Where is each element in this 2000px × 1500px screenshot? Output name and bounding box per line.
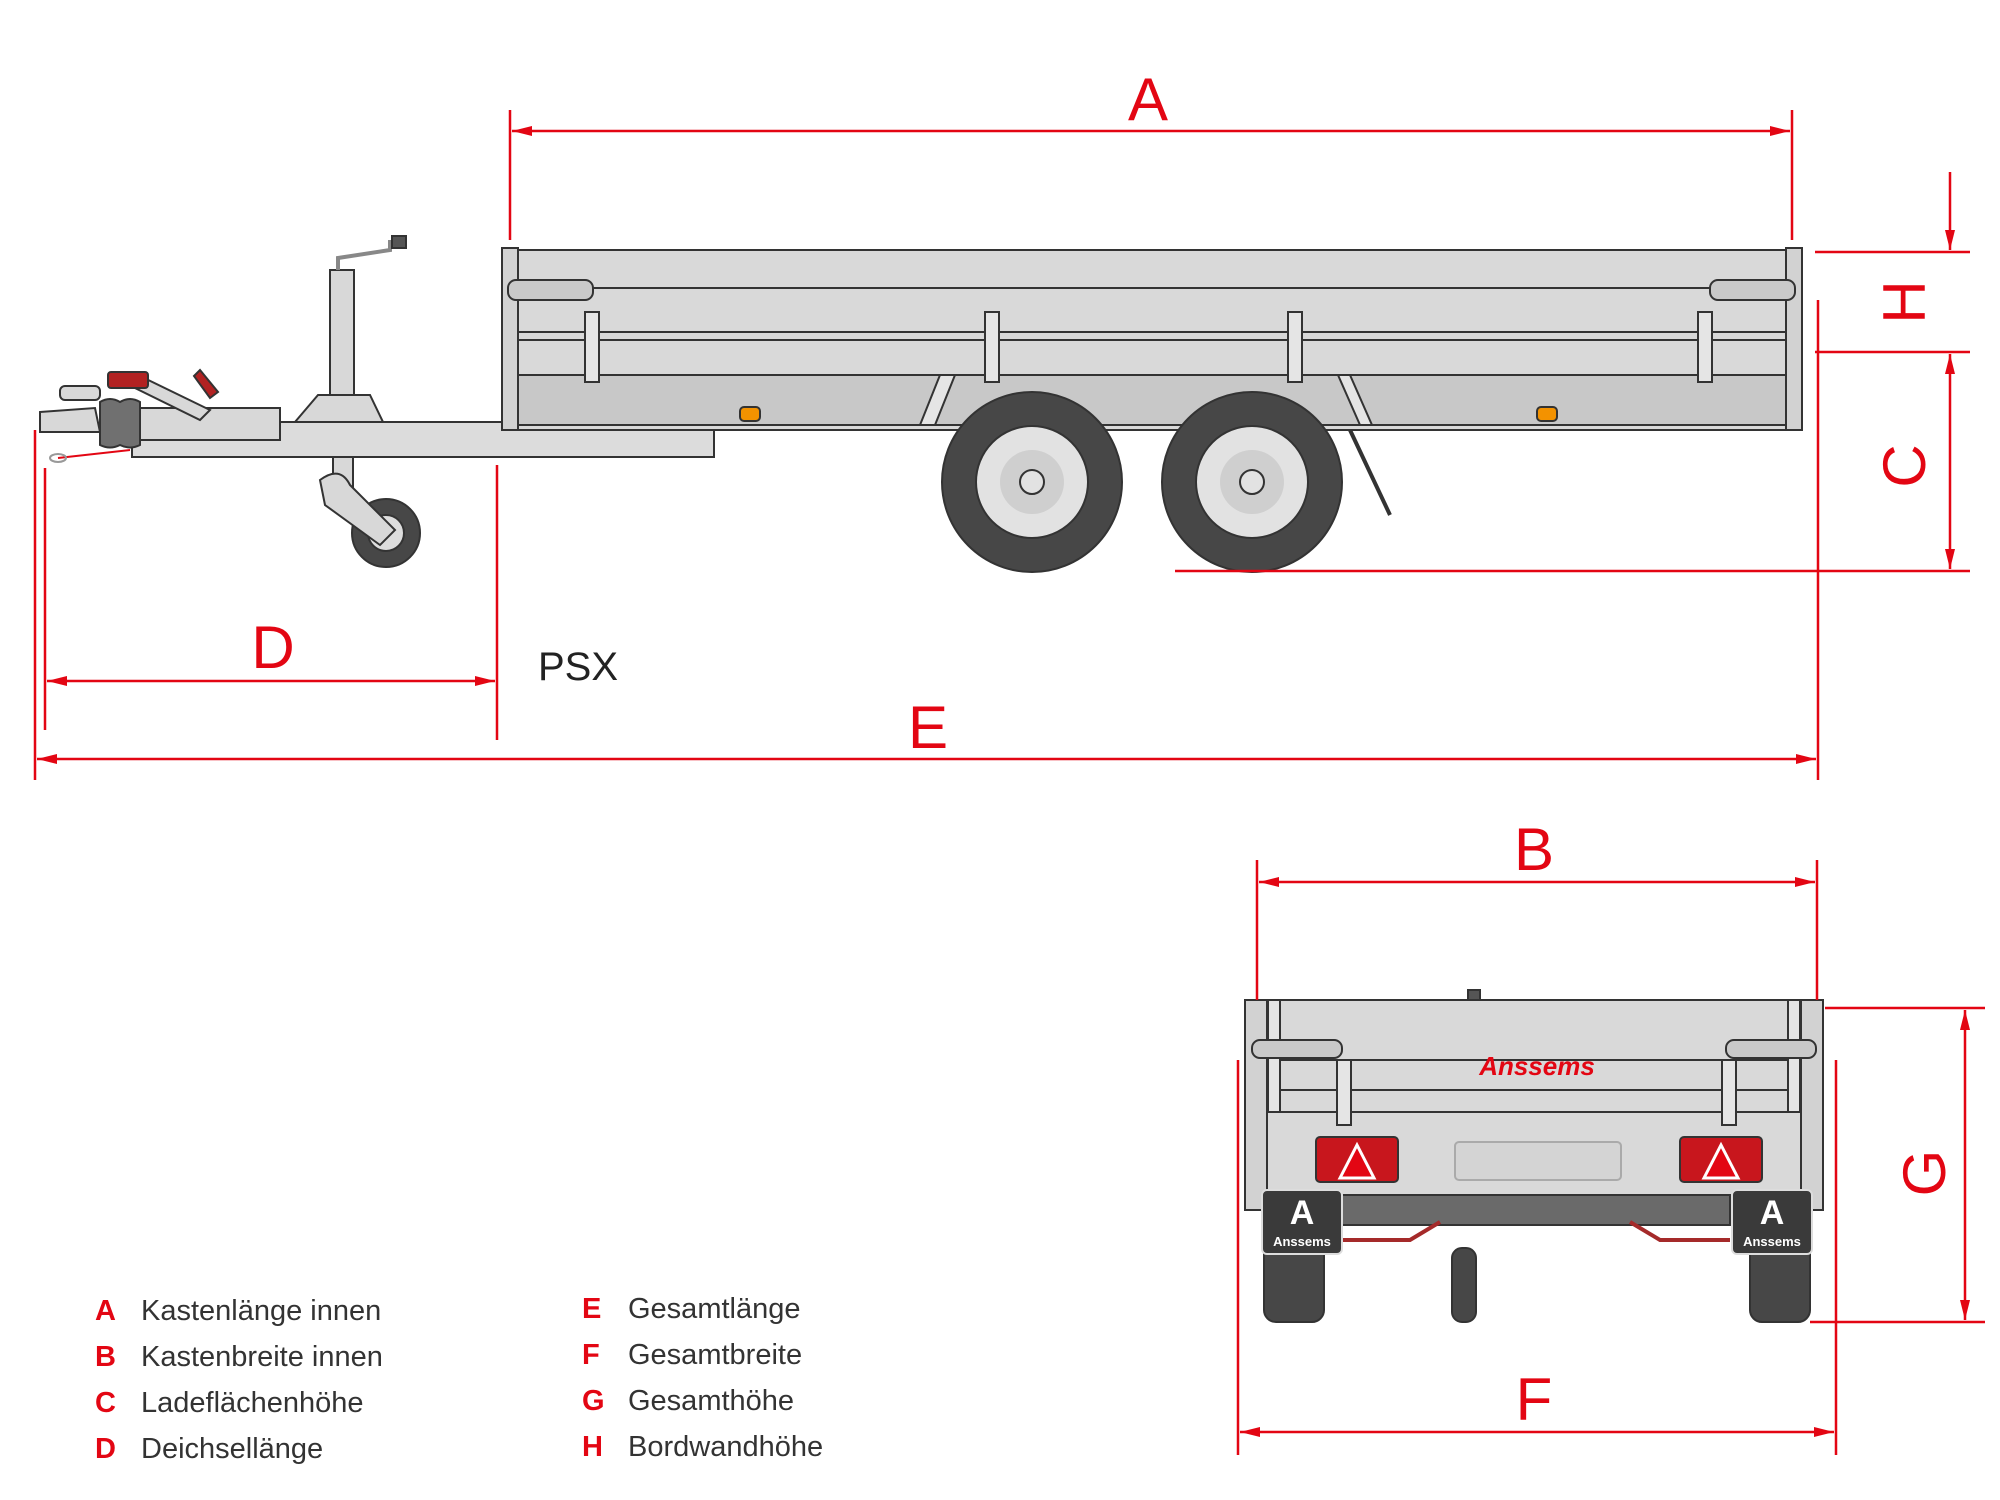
wheel-front xyxy=(941,391,1123,573)
legend-label: Kastenlänge innen xyxy=(141,1294,382,1327)
dimension-label-e: E xyxy=(908,694,948,761)
legend-label: Ladeflächenhöhe xyxy=(141,1386,364,1419)
legend-item: G Gesamthöhe xyxy=(582,1378,823,1424)
svg-text:A: A xyxy=(1290,1194,1315,1232)
legend-key: B xyxy=(95,1340,116,1373)
dimension-label-b: B xyxy=(1514,816,1554,883)
legend-item: E Gesamtlänge xyxy=(582,1286,823,1332)
legend-left: A Kastenlänge innen B Kastenbreite innen C… xyxy=(95,1288,383,1472)
mudflap-right: A Anssems xyxy=(1731,1189,1813,1255)
legend-key: D xyxy=(95,1432,116,1465)
legend-key: E xyxy=(582,1292,602,1325)
dimension-label-f: F xyxy=(1516,1366,1553,1433)
legend-key: C xyxy=(95,1386,116,1419)
legend-item: B Kastenbreite innen xyxy=(95,1334,383,1380)
dimension-label-d: D xyxy=(251,614,294,681)
legend-key: A xyxy=(95,1294,116,1327)
legend-label: Kastenbreite innen xyxy=(141,1340,383,1373)
legend-right: E Gesamtlänge F Gesamtbreite G Gesamthöhe H… xyxy=(582,1286,823,1470)
side-dimensions xyxy=(33,110,1970,780)
dimension-label-a: A xyxy=(1128,66,1168,133)
side-view xyxy=(39,235,1803,573)
dimension-label-c: C xyxy=(1871,444,1938,487)
legend-item: H Bordwandhöhe xyxy=(582,1424,823,1470)
legend-label: Gesamtlänge xyxy=(628,1292,801,1325)
legend-item: A Kastenlänge innen xyxy=(95,1288,383,1334)
legend-label: Gesamtbreite xyxy=(628,1338,803,1371)
mudflap-brand-right: Anssems xyxy=(1743,1234,1801,1249)
legend-key: G xyxy=(582,1384,605,1417)
legend-label: Gesamthöhe xyxy=(628,1384,795,1417)
coupling-head xyxy=(39,368,281,449)
dimension-label-g: G xyxy=(1891,1150,1958,1197)
mudflap-left: A Anssems xyxy=(1261,1189,1343,1255)
jockey-wheel xyxy=(292,235,421,568)
legend-item: D Deichsellänge xyxy=(95,1426,383,1472)
tail-light-left xyxy=(1315,1136,1399,1183)
trailer-box xyxy=(501,247,1803,431)
wheel-rear xyxy=(1161,391,1343,573)
brand-logo: Anssems xyxy=(1478,1051,1595,1081)
svg-text:A: A xyxy=(1760,1194,1785,1232)
dimension-label-h: H xyxy=(1871,280,1938,323)
rear-view: A Anssems A Anssems xyxy=(1244,989,1824,1323)
mudflap-brand-left: Anssems xyxy=(1273,1234,1331,1249)
legend-key: H xyxy=(582,1430,603,1463)
legend-key: F xyxy=(582,1338,600,1371)
legend-label: Deichsellänge xyxy=(141,1432,324,1465)
legend-item: C Ladeflächenhöhe xyxy=(95,1380,383,1426)
tail-light-right xyxy=(1679,1136,1763,1183)
legend-label: Bordwandhöhe xyxy=(628,1430,824,1463)
rear-dimensions xyxy=(1236,860,1985,1455)
legend-item: F Gesamtbreite xyxy=(582,1332,823,1378)
model-label: PSX xyxy=(538,645,618,689)
